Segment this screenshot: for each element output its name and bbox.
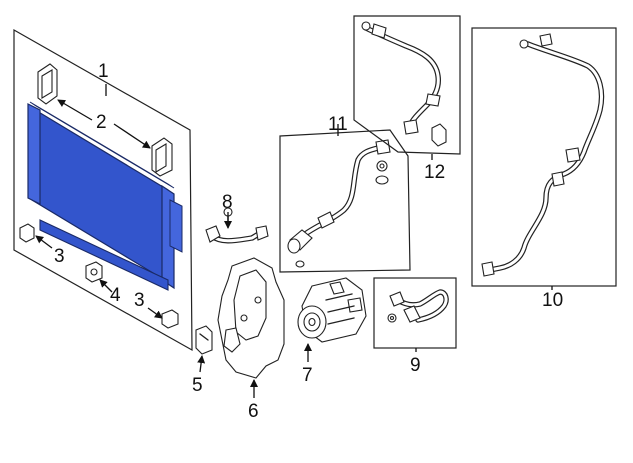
insulator xyxy=(85,261,103,283)
condenser xyxy=(27,101,183,290)
condenser-left-tank xyxy=(27,103,41,205)
callout-5: 5 xyxy=(192,375,203,396)
leader-2-left xyxy=(57,99,93,121)
mount-bracket-lower xyxy=(161,309,179,329)
callout-3-lower: 3 xyxy=(134,290,145,311)
hose-12-frame xyxy=(353,15,461,155)
hose-11 xyxy=(287,139,391,268)
callout-3-upper: 3 xyxy=(54,246,65,267)
hose-8 xyxy=(205,207,269,244)
compressor-bracket xyxy=(217,257,285,379)
mount-bracket-upper xyxy=(19,223,35,243)
callout-10: 10 xyxy=(542,290,563,311)
condenser-top-rail xyxy=(29,101,175,189)
callout-4: 4 xyxy=(110,285,121,306)
callout-2: 2 xyxy=(96,112,107,133)
bracket-5 xyxy=(195,325,213,355)
leader-5 xyxy=(197,355,206,373)
receiver-drier-bulge xyxy=(169,199,183,253)
leader-3-upper xyxy=(35,235,53,249)
leader-4 xyxy=(99,279,113,293)
callout-7: 7 xyxy=(302,365,313,386)
tube-10-frame xyxy=(471,27,617,287)
callout-9: 9 xyxy=(410,355,421,376)
hose-9 xyxy=(387,289,449,323)
callout-12: 12 xyxy=(424,162,445,183)
upper-bracket-left xyxy=(37,63,58,105)
leader-2-right xyxy=(113,123,151,149)
hose-9-frame xyxy=(373,277,457,349)
compressor xyxy=(297,277,367,343)
callout-6: 6 xyxy=(248,401,259,422)
callout-8: 8 xyxy=(222,192,233,213)
condenser-lower-bar xyxy=(39,219,169,291)
leader-3-lower xyxy=(147,307,163,319)
callout-1: 1 xyxy=(98,61,109,82)
hose-11-frame xyxy=(279,129,411,273)
hose-12 xyxy=(361,21,447,147)
upper-bracket-right xyxy=(151,137,173,177)
tube-10 xyxy=(481,33,605,277)
condenser-group-frame xyxy=(13,28,193,352)
